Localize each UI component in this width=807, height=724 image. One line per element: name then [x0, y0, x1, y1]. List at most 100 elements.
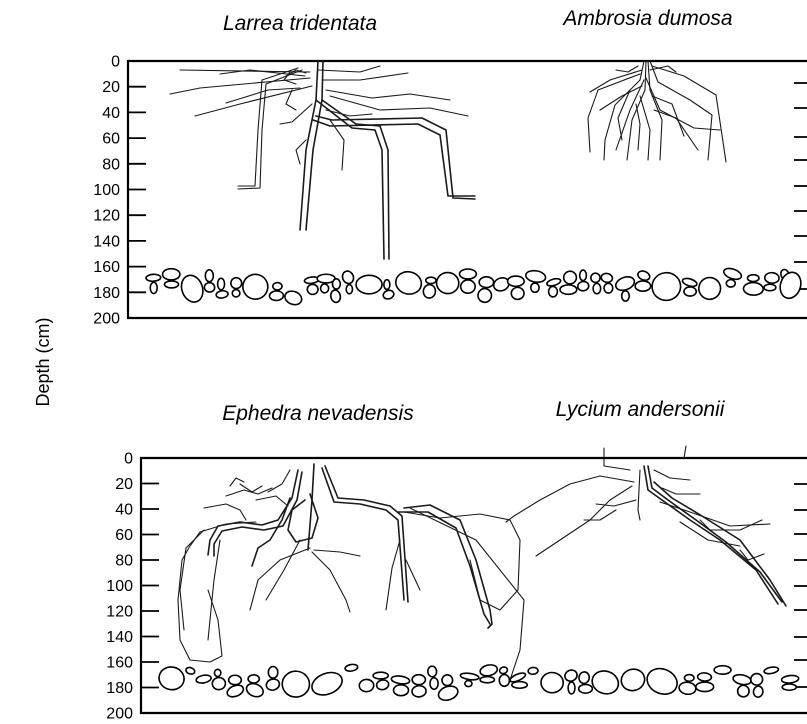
depth-tick-label: 60 [102, 131, 120, 148]
gravel-stone [511, 287, 524, 299]
gravel-stone [579, 684, 593, 693]
gravel-stone [531, 283, 539, 292]
gravel-stone [423, 284, 437, 299]
gravel-stone [382, 289, 395, 300]
depth-tick-label: 100 [106, 578, 133, 595]
gravel-stone [460, 672, 479, 681]
gravel-stone [283, 289, 304, 307]
species-title-larrea: Larrea tridentata [223, 12, 377, 35]
gravel-stone [525, 269, 546, 283]
gravel-stone [411, 685, 426, 698]
gravel-stone [479, 277, 493, 288]
gravel-stone [204, 282, 216, 293]
depth-tick-label: 160 [106, 655, 133, 672]
gravel-stone [273, 283, 282, 290]
gravel-stone [726, 280, 735, 287]
gravel-stone [341, 269, 356, 285]
gravel-stone [678, 681, 696, 695]
gravel-stone [359, 679, 374, 692]
depth-tick-label: 20 [115, 476, 133, 493]
gravel-stone [384, 280, 390, 290]
gravel-stone [157, 665, 186, 692]
gravel-stone [426, 277, 436, 283]
gravel-stone [499, 675, 509, 687]
depth-tick-label: 40 [102, 105, 120, 122]
gravel-stone [330, 289, 342, 303]
gravel-stone [394, 685, 409, 696]
gravel-stone [782, 684, 796, 690]
gravel-stone [394, 269, 424, 296]
gravel-stone [480, 677, 494, 683]
gravel-stone [753, 685, 764, 697]
gravel-stone [164, 281, 178, 288]
gravel-stone [747, 275, 759, 282]
gravel-stone [230, 277, 243, 290]
gravel-stone [196, 674, 212, 684]
gravel-stone [427, 666, 436, 677]
gravel-stone [391, 675, 410, 685]
gravel-stone [356, 275, 382, 294]
gravel-stone [216, 290, 229, 299]
gravel-stone [477, 288, 491, 303]
gravel-stone [732, 673, 752, 686]
gravel-stone [528, 667, 538, 675]
gravel-stone [696, 682, 714, 692]
gravel-stone [345, 664, 359, 672]
gravel-stone [541, 672, 564, 693]
gravel-stone [697, 275, 723, 301]
gravel-stone [150, 282, 157, 293]
gravel-stone [764, 284, 776, 291]
gravel-stone [265, 678, 281, 692]
gravel-stone [465, 681, 472, 687]
gravel-stone [764, 272, 779, 284]
gravel-stone [549, 286, 558, 296]
gravel-stone [178, 272, 206, 305]
gravel-stone [214, 669, 220, 676]
gravel-stone [604, 283, 613, 293]
ephedra-root-system [178, 464, 524, 680]
gravel-stone [499, 666, 509, 675]
depth-tick-label: 200 [106, 706, 133, 723]
gravel-stone [684, 675, 694, 682]
depth-tick-label: 120 [93, 208, 120, 225]
depth-tick-label: 80 [115, 553, 133, 570]
gravel-stone [436, 272, 460, 295]
depth-tick-label: 140 [93, 233, 120, 250]
gravel-stone [212, 677, 226, 690]
species-title-lycium: Lycium andersonii [556, 398, 726, 421]
panel-top-gravel-layer [146, 266, 804, 307]
depth-tick-label: 0 [124, 451, 133, 468]
gravel-stone [245, 681, 266, 699]
gravel-stone [563, 668, 579, 683]
gravel-stone [269, 291, 283, 301]
depth-tick-label: 160 [93, 259, 120, 276]
depth-tick-label: 180 [93, 285, 120, 302]
gravel-stone [185, 666, 196, 675]
gravel-stone [146, 274, 161, 282]
depth-tick-label: 80 [102, 156, 120, 173]
gravel-stone [580, 270, 587, 280]
gravel-stone [743, 282, 763, 295]
gravel-stone [590, 273, 600, 283]
species-title-ephedra: Ephedra nevadensis [222, 402, 414, 425]
gravel-stone [460, 269, 477, 279]
panel-top: Larrea tridentata Ambrosia dumosa 020406… [93, 7, 807, 328]
gravel-stone [437, 684, 460, 703]
gravel-stone [412, 675, 425, 685]
gravel-stone [637, 269, 651, 281]
depth-tick-label: 120 [106, 604, 133, 621]
gravel-stone [232, 290, 240, 297]
gravel-stone [218, 278, 225, 290]
gravel-stone [239, 270, 272, 303]
gravel-stone [563, 270, 577, 284]
lycium-root-system [506, 446, 786, 606]
gravel-stone [589, 667, 622, 697]
gravel-stone [568, 682, 575, 694]
gravel-stone [460, 279, 475, 293]
gravel-stone [163, 269, 180, 280]
panel-bottom: Ephedra nevadensis Lycium andersonii 0 20… [106, 398, 807, 723]
gravel-stone [430, 678, 438, 690]
gravel-stone [684, 287, 696, 296]
gravel-stone [560, 285, 577, 294]
gravel-stone [309, 668, 346, 699]
